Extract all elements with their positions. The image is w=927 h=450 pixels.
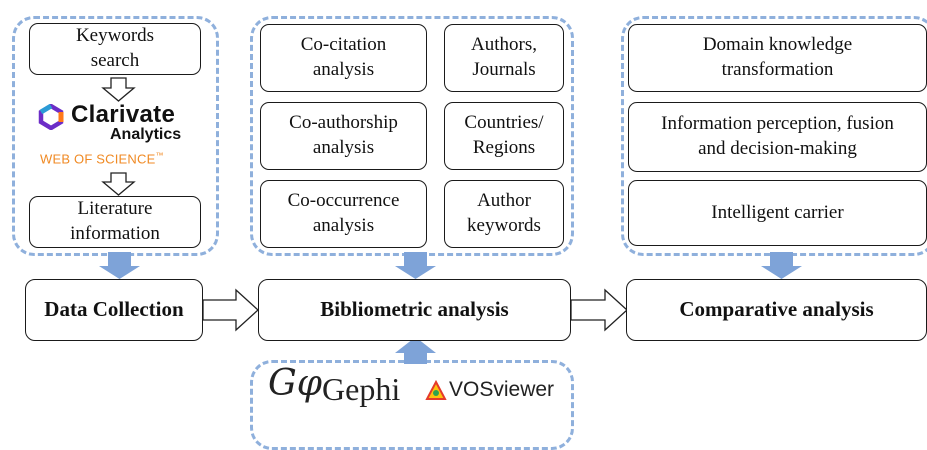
arrows-layer	[99, 77, 802, 364]
domain-knowledge-box: Domain knowledge transformation	[628, 24, 927, 92]
authors-journals-box: Authors, Journals	[444, 24, 564, 92]
vosviewer-name: VOSviewer	[449, 378, 555, 401]
blue-down-arrow-analysis	[395, 252, 436, 279]
keywords-search-box: Keywords search	[29, 23, 201, 75]
clarivate-logo: Clarivate Analytics	[38, 101, 188, 145]
blue-down-arrow-collection	[99, 252, 140, 279]
blue-down-arrow-comparative	[761, 252, 802, 279]
web-of-science-logo: WEB OF SCIENCE™	[40, 151, 210, 169]
hollow-down-arrow-1	[101, 77, 136, 102]
co-occurrence-analysis-box: Co-occurrence analysis	[260, 180, 427, 248]
author-keywords-box: Author keywords	[444, 180, 564, 248]
literature-information-box: Literature information	[29, 196, 201, 248]
comparative-analysis-stage: Comparative analysis	[626, 279, 927, 341]
vosviewer-logo: VOSviewer	[425, 377, 570, 407]
gephi-logo: Gφ Gephi	[268, 363, 418, 415]
blue-up-arrow-tools	[395, 337, 436, 364]
clarivate-sub: Analytics	[110, 126, 182, 143]
intelligent-carrier-box: Intelligent carrier	[628, 180, 927, 246]
hollow-right-arrow-1	[202, 288, 259, 332]
countries-regions-box: Countries/ Regions	[444, 102, 564, 170]
vosviewer-icon	[425, 380, 447, 400]
co-authorship-analysis-box: Co-authorship analysis	[260, 102, 427, 170]
hollow-down-arrow-2	[101, 172, 136, 196]
gephi-name: Gephi	[322, 371, 401, 407]
clarivate-name: Clarivate	[71, 101, 176, 128]
data-collection-stage: Data Collection	[25, 279, 203, 341]
hollow-right-arrow-2	[570, 288, 628, 332]
bibliometric-analysis-stage: Bibliometric analysis	[258, 279, 571, 341]
wos-tm: ™	[155, 151, 164, 160]
wos-text: WEB OF SCIENCE	[40, 151, 156, 167]
co-citation-analysis-box: Co-citation analysis	[260, 24, 427, 92]
clarivate-icon	[38, 104, 64, 130]
gephi-mark: Gφ	[268, 363, 322, 404]
information-perception-box: Information perception, fusion and decis…	[628, 102, 927, 172]
